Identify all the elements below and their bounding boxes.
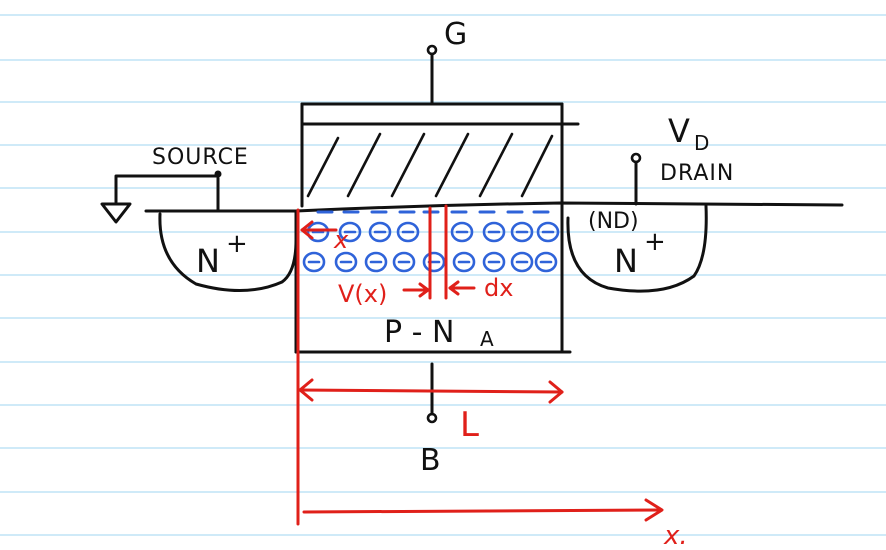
minus-circle-icon bbox=[534, 251, 558, 273]
minus-circle-icon bbox=[510, 251, 534, 273]
ground-icon bbox=[100, 202, 132, 224]
na-subscript: A bbox=[480, 327, 494, 351]
source-contact bbox=[114, 174, 220, 213]
drain-plus-label: + bbox=[644, 227, 666, 257]
source-n-plus-well bbox=[158, 212, 298, 292]
channel-charges bbox=[302, 210, 560, 273]
minus-circle-icon bbox=[422, 251, 446, 273]
minus-circle-icon bbox=[302, 251, 326, 273]
x-axis-label: x. bbox=[663, 521, 688, 550]
source-n-label: N bbox=[196, 242, 220, 280]
gate-terminal-dot bbox=[426, 44, 438, 56]
source-plus-label: + bbox=[226, 229, 248, 259]
vx-label: V(x) bbox=[338, 280, 387, 308]
x-axis-arrow bbox=[302, 508, 662, 514]
substrate-surface bbox=[144, 201, 844, 416]
minus-circle-icon bbox=[482, 251, 506, 273]
drain-label: DRAIN bbox=[660, 161, 734, 186]
minus-circle-icon bbox=[510, 221, 534, 243]
gate-label: G bbox=[444, 17, 467, 52]
minus-circle-icon bbox=[392, 251, 416, 273]
gate-stack bbox=[300, 52, 580, 208]
minus-circle-icon bbox=[450, 221, 474, 243]
length-arrow bbox=[298, 388, 564, 394]
dx-label: dx bbox=[484, 274, 513, 302]
body-region-label: P - N bbox=[384, 315, 454, 350]
source-label: SOURCE bbox=[152, 145, 249, 170]
nd-label: (ND) bbox=[588, 209, 639, 234]
minus-circle-icon bbox=[396, 221, 420, 243]
drain-n-label: N bbox=[614, 242, 638, 280]
minus-circle-icon bbox=[452, 251, 476, 273]
bulk-terminal-dot bbox=[426, 412, 438, 424]
minus-circle-icon bbox=[306, 221, 330, 243]
length-label: L bbox=[460, 405, 479, 445]
minus-circle-icon bbox=[536, 221, 560, 243]
minus-circle-icon bbox=[368, 221, 392, 243]
drain-terminal-dot bbox=[630, 152, 642, 164]
minus-circle-icon bbox=[482, 221, 506, 243]
oxide-hatching bbox=[306, 132, 554, 198]
minus-circle-icon bbox=[364, 251, 388, 273]
vd-label: V bbox=[668, 112, 690, 150]
red-annotations bbox=[296, 204, 664, 526]
drain-n-plus-well bbox=[566, 204, 708, 293]
source-terminal-dot bbox=[214, 170, 222, 178]
minus-circle-icon bbox=[334, 251, 358, 273]
ruled-lines bbox=[0, 14, 886, 536]
inner-x-label: x bbox=[333, 226, 349, 254]
minus-circle-icon bbox=[338, 221, 362, 243]
vd-subscript: D bbox=[694, 131, 709, 155]
bulk-label: B bbox=[420, 443, 441, 478]
